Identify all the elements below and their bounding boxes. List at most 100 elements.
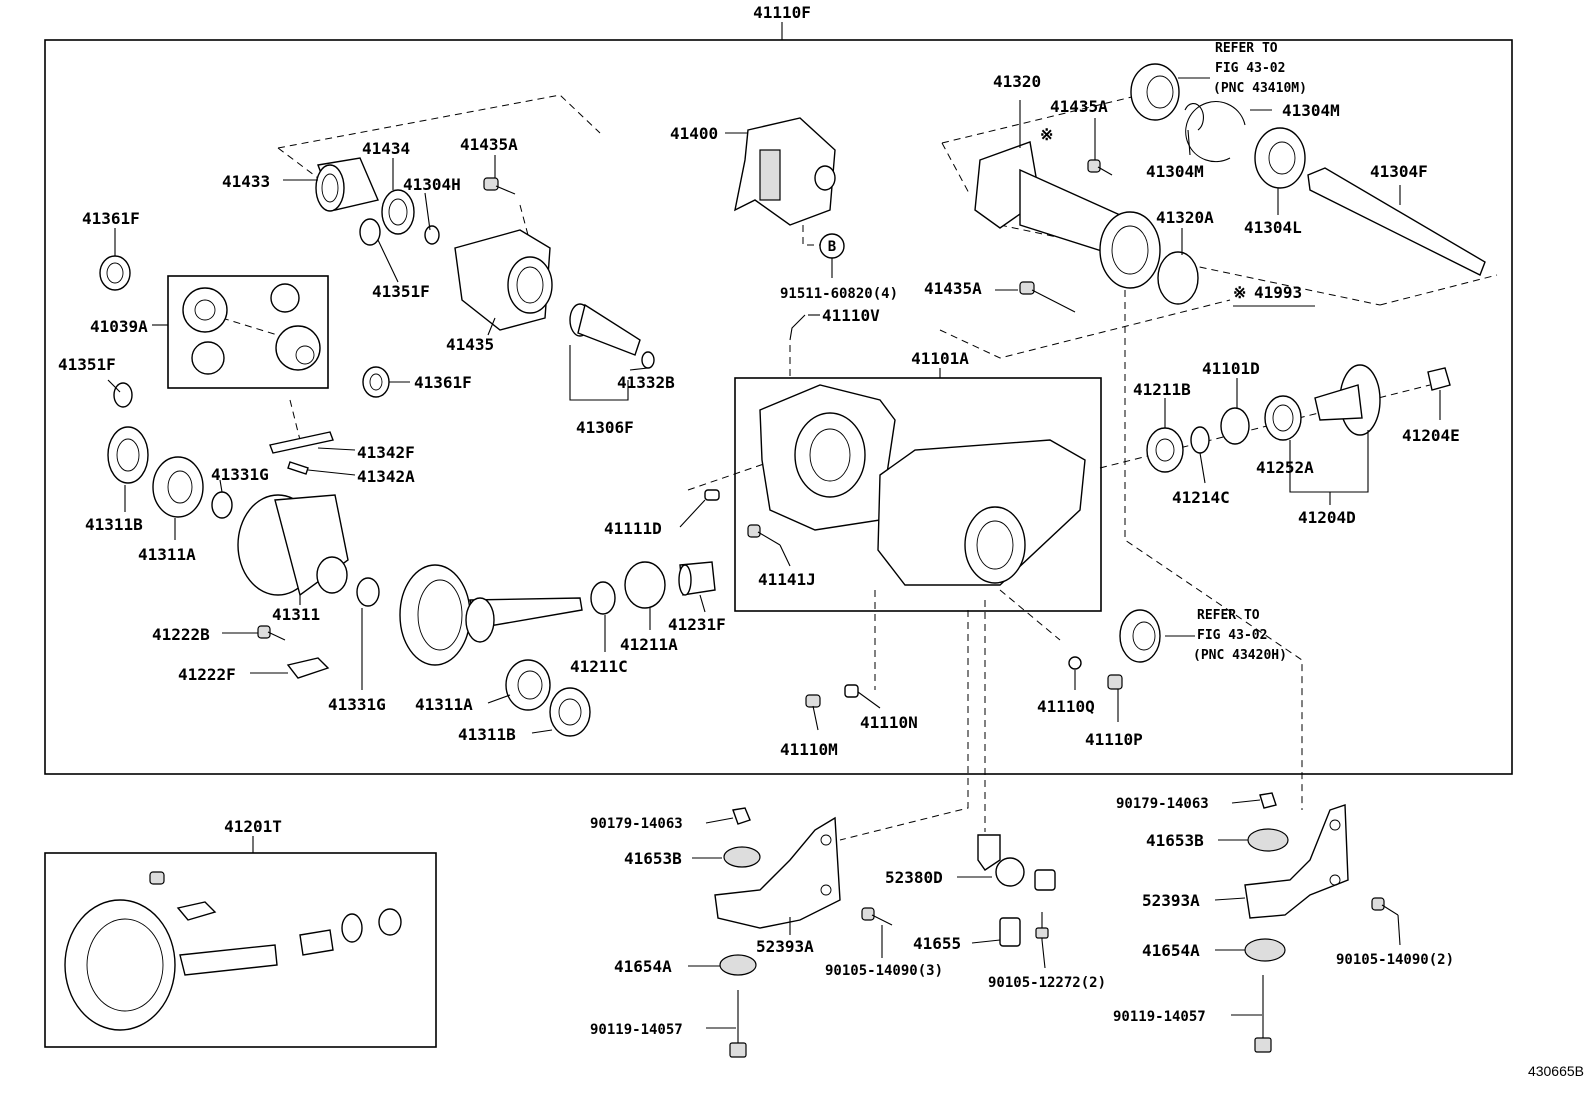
label-41311B-a: 41311B bbox=[85, 515, 143, 534]
case-sub-frame bbox=[734, 377, 1102, 612]
guide-line bbox=[941, 94, 1141, 144]
side-gear bbox=[182, 287, 228, 333]
label-41306F: 41306F bbox=[576, 418, 634, 437]
bearing-41311A-a bbox=[152, 456, 204, 518]
label-41361F-b: 41361F bbox=[414, 373, 472, 392]
seal-41311B-a bbox=[107, 426, 149, 484]
bolt-90119-a bbox=[729, 990, 747, 1058]
label-41222F: 41222F bbox=[178, 665, 236, 684]
label-41331G-a: 41331G bbox=[211, 465, 269, 484]
shaft-41306F bbox=[569, 303, 655, 369]
label-41654A-a: 41654A bbox=[614, 957, 672, 976]
part-labels: 41433 41434 41304H 41435A 41361F 41351F … bbox=[58, 41, 1584, 1079]
guide-line bbox=[802, 225, 820, 246]
label-52380D: 52380D bbox=[885, 868, 943, 887]
cushion-41654A-b bbox=[1244, 938, 1286, 962]
case-41101A-label: 41101A bbox=[911, 349, 969, 368]
bearing-41211B bbox=[1146, 427, 1184, 473]
refer-note-1-line1: REFER TO bbox=[1215, 41, 1278, 56]
housing-41435 bbox=[454, 229, 553, 331]
label-41311: 41311 bbox=[272, 605, 320, 624]
label-41304H: 41304H bbox=[403, 175, 461, 194]
flange-41204D bbox=[1314, 364, 1381, 436]
assembly-41201T-label: 41201T bbox=[224, 817, 282, 836]
ring-gear-and-pinion bbox=[399, 564, 583, 666]
mark-41993-on-tube: ※ bbox=[1040, 125, 1053, 144]
label-41204D: 41204D bbox=[1298, 508, 1356, 527]
pin-41342F bbox=[269, 431, 334, 454]
label-41211A: 41211A bbox=[620, 635, 678, 654]
label-41311B-b: 41311B bbox=[458, 725, 516, 744]
seal-41311B-b bbox=[549, 687, 591, 737]
label-41311A-b: 41311A bbox=[415, 695, 473, 714]
case-half-left bbox=[759, 384, 896, 531]
leader-lines bbox=[107, 77, 1441, 1029]
guide-line bbox=[939, 299, 1231, 359]
bearing-41311A-b bbox=[505, 659, 551, 711]
bolt-41435A bbox=[483, 177, 516, 195]
label-41252A: 41252A bbox=[1256, 458, 1314, 477]
label-41311A-a: 41311A bbox=[138, 545, 196, 564]
callout-b-letter: B bbox=[828, 239, 836, 255]
label-41434: 41434 bbox=[362, 139, 410, 158]
label-90179-14063-b: 90179-14063 bbox=[1116, 796, 1209, 812]
label-41110V: 41110V bbox=[822, 306, 880, 325]
label-41655: 41655 bbox=[913, 934, 961, 953]
label-41361F-a: 41361F bbox=[82, 209, 140, 228]
assembly-41110F-label: 41110F bbox=[753, 3, 811, 22]
cushion-41653B-a bbox=[723, 846, 761, 868]
damper-52380D bbox=[977, 834, 1056, 891]
refer-note-2-line3: (PNC 43420H) bbox=[1193, 648, 1287, 663]
guide-line bbox=[277, 147, 319, 179]
guide-line bbox=[277, 94, 601, 149]
bracket-52393A-b bbox=[1244, 804, 1349, 919]
label-41211B: 41211B bbox=[1133, 380, 1191, 399]
gasket-41110N bbox=[844, 684, 859, 698]
label-41141J: 41141J bbox=[758, 570, 816, 589]
bolt-90105-a bbox=[861, 907, 893, 926]
bolt-90105-b bbox=[1035, 912, 1049, 940]
label-41304L: 41304L bbox=[1244, 218, 1302, 237]
label-41433: 41433 bbox=[222, 172, 270, 191]
label-41332B: 41332B bbox=[617, 373, 675, 392]
label-41653B-a: 41653B bbox=[624, 849, 682, 868]
bolt-41141J bbox=[747, 524, 781, 546]
guide-line bbox=[289, 399, 301, 441]
guide-line bbox=[519, 204, 529, 236]
nut-90179-b bbox=[1259, 792, 1277, 809]
snap-ring-41304M-b bbox=[1185, 101, 1246, 163]
refer-note-1-line2: FIG 43-02 bbox=[1215, 61, 1285, 76]
washer-41331G-b bbox=[356, 577, 380, 607]
refer-note-2-line1: REFER TO bbox=[1197, 608, 1260, 623]
seal-43410M bbox=[1130, 63, 1180, 121]
label-52393A-a: 52393A bbox=[756, 937, 814, 956]
pinion-kit-box-41039A bbox=[167, 275, 329, 389]
label-41110M: 41110M bbox=[780, 740, 838, 759]
label-41110Q: 41110Q bbox=[1037, 697, 1095, 716]
label-41654A-b: 41654A bbox=[1142, 941, 1200, 960]
label-41211C: 41211C bbox=[570, 657, 628, 676]
plug-41110P bbox=[1107, 674, 1123, 690]
washer-41351F bbox=[359, 218, 381, 246]
label-41351F-a: 41351F bbox=[372, 282, 430, 301]
label-41342A: 41342A bbox=[357, 467, 415, 486]
label-41214C: 41214C bbox=[1172, 488, 1230, 507]
gasket-41110Q bbox=[1068, 656, 1082, 670]
label-90105-14090-a: 90105-14090(3) bbox=[825, 963, 943, 979]
washer-41351F-small bbox=[113, 382, 133, 408]
label-91511-60820: 91511-60820(4) bbox=[780, 286, 898, 302]
bolt-90105-c bbox=[1371, 897, 1399, 916]
label-41320A: 41320A bbox=[1156, 208, 1214, 227]
bearing-41304L bbox=[1254, 127, 1306, 189]
label-41101D: 41101D bbox=[1202, 359, 1260, 378]
bolt-41435A-b bbox=[1087, 159, 1113, 176]
label-41342F: 41342F bbox=[357, 443, 415, 462]
tube-41320 bbox=[974, 141, 1161, 289]
gear-set-frame bbox=[44, 852, 437, 1048]
washer-41331G-a bbox=[211, 491, 233, 519]
washer-41361F bbox=[99, 255, 131, 291]
cushion-41653B-b bbox=[1247, 828, 1289, 852]
pin-41111D bbox=[704, 489, 720, 501]
guide-line bbox=[999, 589, 1061, 641]
